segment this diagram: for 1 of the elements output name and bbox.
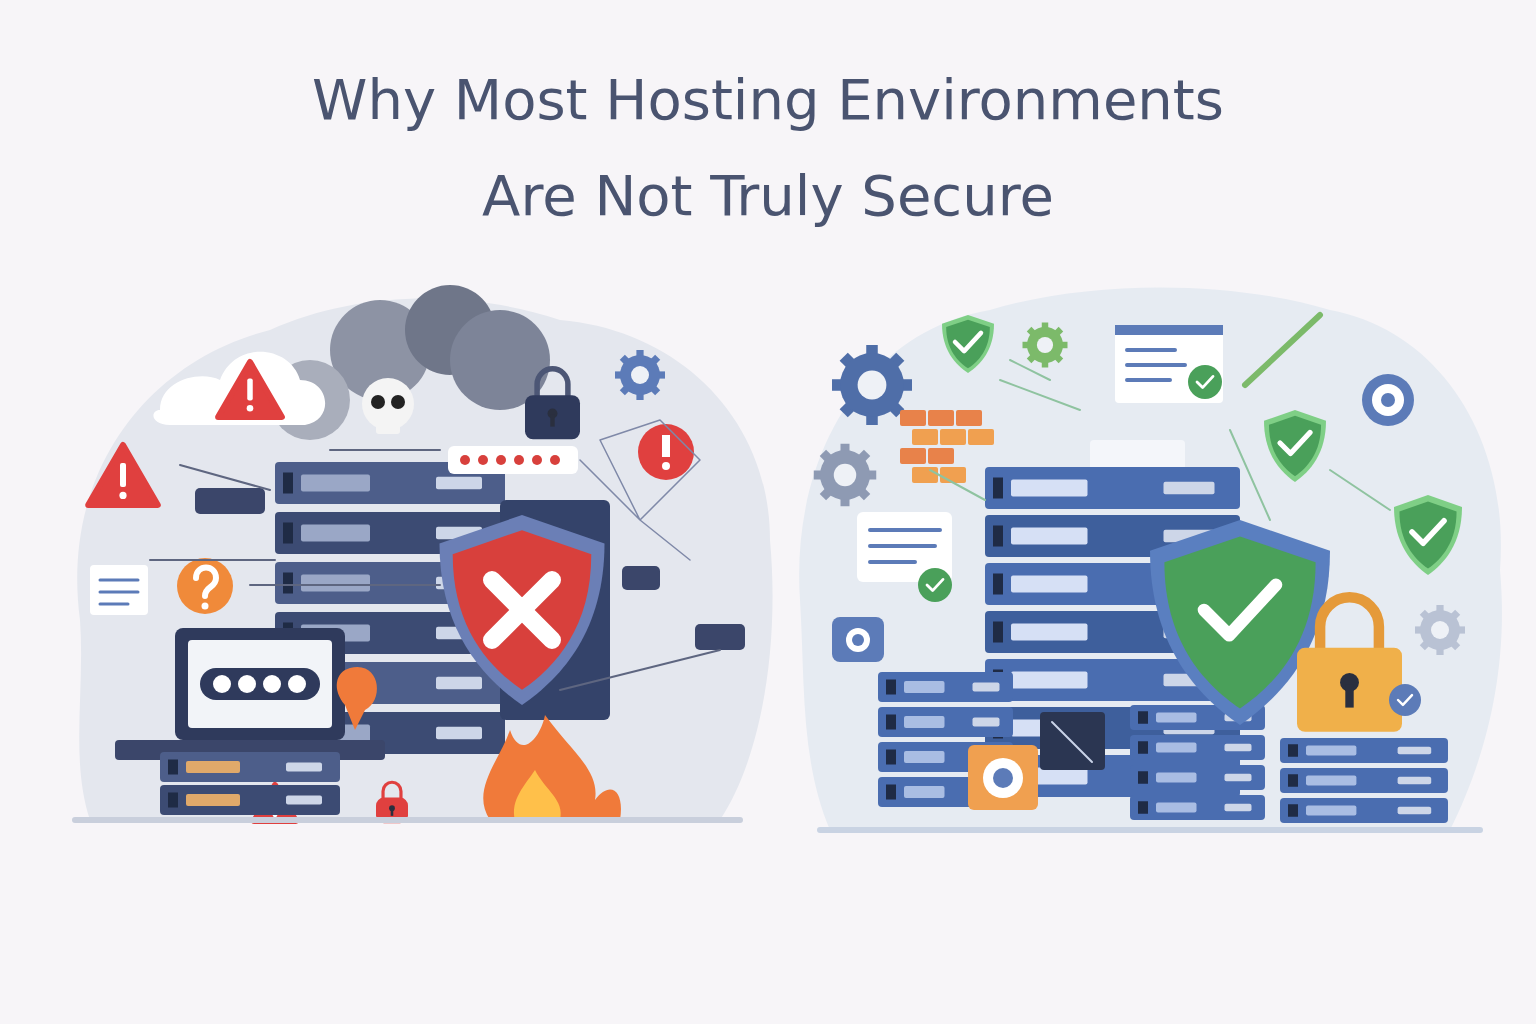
title: Why Most Hosting Environments Are Not Truly Secure — [311, 66, 1225, 230]
